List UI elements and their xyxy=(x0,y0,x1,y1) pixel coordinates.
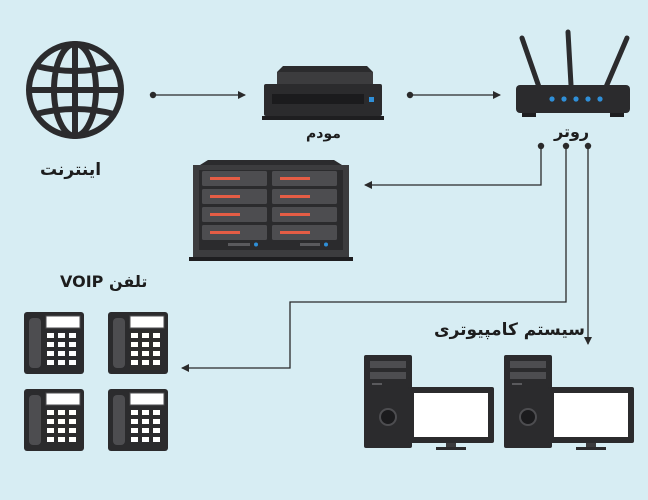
connection-lines xyxy=(149,91,592,372)
internet-label: اینترنت xyxy=(40,160,102,180)
link-modem-to-router xyxy=(406,91,501,99)
router-label: روتر xyxy=(554,122,590,141)
voip-label: تلفن VOIP xyxy=(60,272,148,291)
desk-phone-icon xyxy=(24,389,84,451)
router-icon xyxy=(516,29,630,117)
modem-label: مودم xyxy=(306,126,341,142)
desktop-computer-icons xyxy=(364,355,634,450)
link-internet-to-modem xyxy=(149,91,246,99)
desk-phone-icon xyxy=(108,389,168,451)
desk-phone-icon xyxy=(108,312,168,374)
modem-icon xyxy=(262,66,384,120)
desk-phone-icons xyxy=(24,312,168,451)
desktop-computer-icon xyxy=(504,355,634,450)
link-router-to-voip xyxy=(181,142,570,372)
desk-phone-icon xyxy=(24,312,84,374)
link-router-to-server xyxy=(364,142,545,189)
desktop-computer-icon xyxy=(364,355,494,450)
link-router-to-computers xyxy=(584,142,592,345)
server-rack-icon xyxy=(189,160,353,261)
globe-icon xyxy=(26,41,124,139)
computers-label: سیستم کامپیوتری xyxy=(434,320,586,340)
